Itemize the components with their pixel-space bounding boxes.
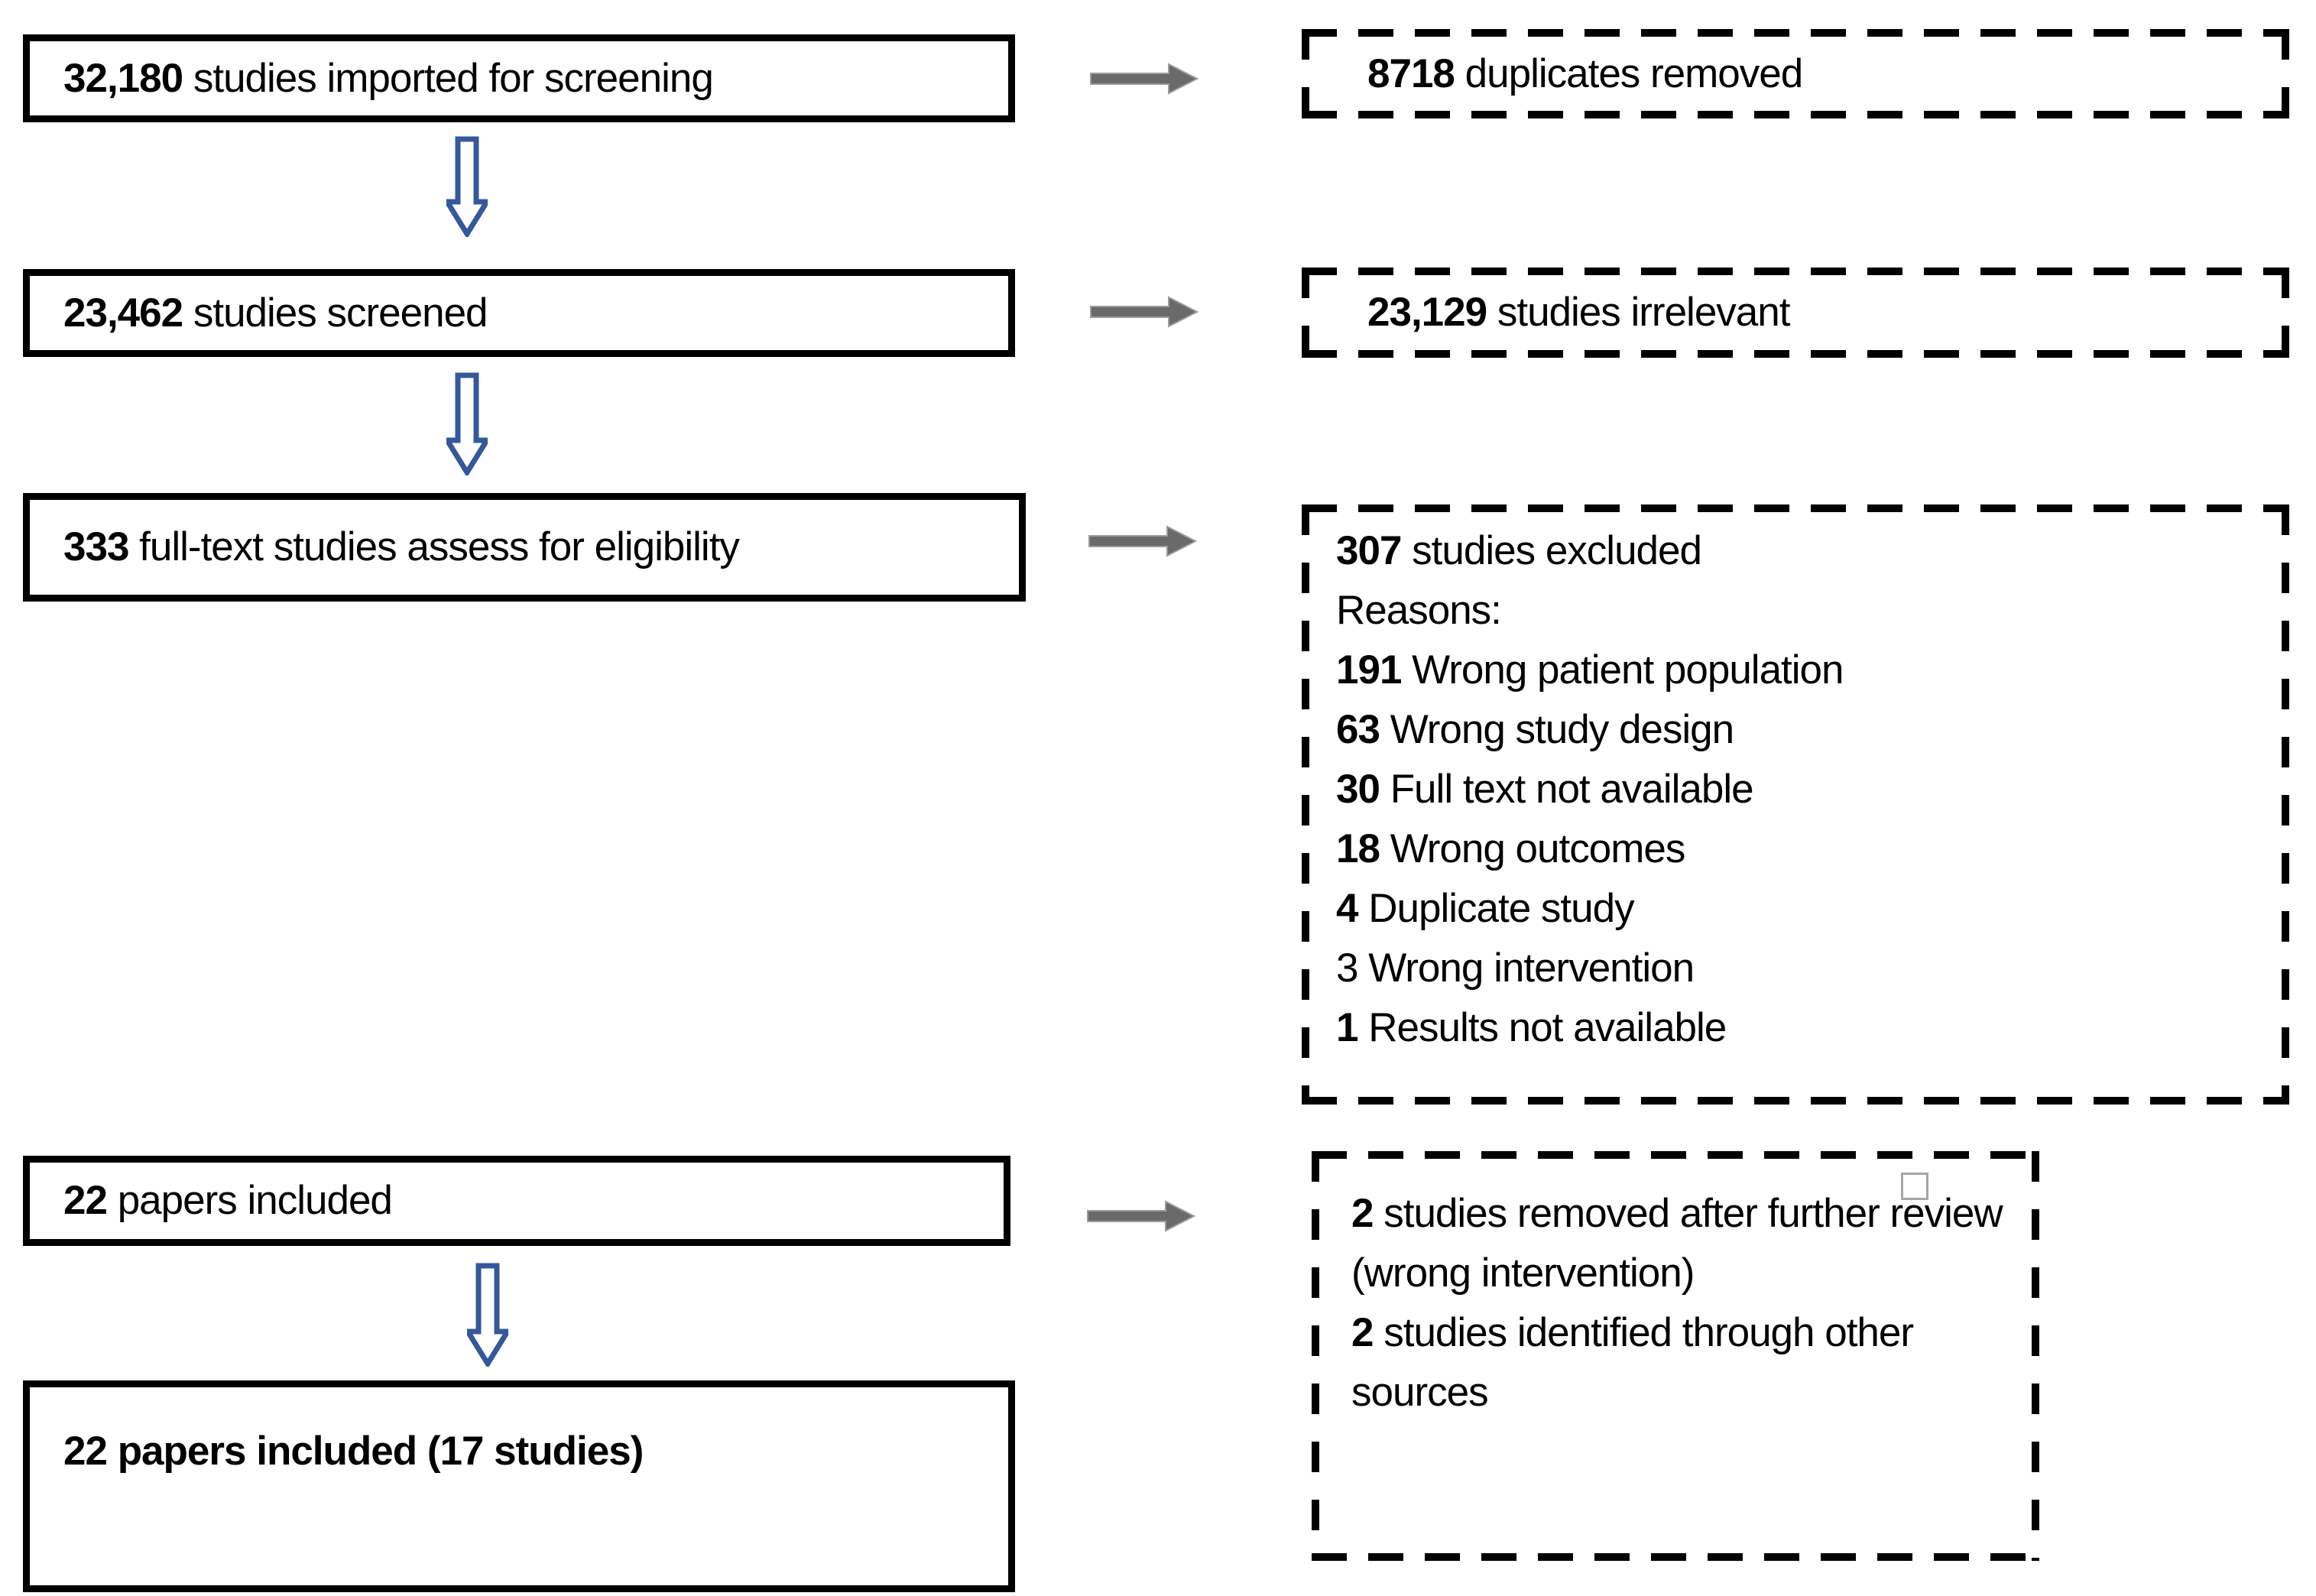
- final-label: papers included (17 studies): [117, 1429, 644, 1474]
- exclusion-reason: 63 Wrong study design: [1336, 707, 1734, 752]
- box-studies-screened-text: 23,462 studies screened: [30, 288, 488, 339]
- box-duplicates-removed-text: 8718 duplicates removed: [1302, 49, 1804, 99]
- box-final-included: 22 papers included (17 studies): [23, 1380, 1015, 1592]
- right-arrow-icon-2: [1090, 296, 1199, 328]
- box-studies-irrelevant: 23,129 studies irrelevant: [1302, 268, 2289, 358]
- post-review-item: 2 studies identified through other sourc…: [1351, 1310, 1914, 1415]
- box-studies-screened: 23,462 studies screened: [23, 269, 1015, 357]
- fulltext-count: 333: [63, 524, 129, 569]
- final-count: 22: [63, 1429, 108, 1474]
- included-count: 22: [63, 1178, 108, 1223]
- right-arrow-icon-3: [1088, 525, 1197, 557]
- right-arrow-icon-1: [1090, 63, 1199, 95]
- box-studies-imported: 32,180 studies imported for screening: [23, 34, 1015, 122]
- screened-label: studies screened: [193, 290, 488, 336]
- box-papers-included: 22 papers included: [23, 1156, 1010, 1246]
- exclusion-reason: 18 Wrong outcomes: [1336, 826, 1685, 871]
- exclusion-reason: 3 Wrong intervention: [1336, 946, 1695, 991]
- fulltext-label: full-text studies assess for eligibility: [139, 524, 740, 569]
- exclusion-reason: 4 Duplicate study: [1336, 886, 1635, 931]
- down-arrow-icon-3: [467, 1263, 508, 1367]
- right-arrow-icon-4: [1087, 1200, 1195, 1232]
- imported-count: 32,180: [63, 55, 183, 101]
- imported-label: studies imported for screening: [193, 55, 714, 101]
- irrelevant-label: studies irrelevant: [1497, 290, 1791, 335]
- screened-count: 23,462: [63, 290, 183, 336]
- box-papers-included-text: 22 papers included: [30, 1176, 393, 1226]
- box-fulltext-assessed: 333 full-text studies assess for eligibi…: [23, 493, 1026, 602]
- down-arrow-icon-2: [446, 372, 488, 475]
- box-duplicates-removed: 8718 duplicates removed: [1302, 29, 2289, 118]
- excluded-count: 307: [1336, 528, 1402, 573]
- box-studies-imported-text: 32,180 studies imported for screening: [30, 54, 714, 104]
- missing-glyph-box-icon: [1901, 1173, 1928, 1200]
- exclusion-reason: 191 Wrong patient population: [1336, 647, 1844, 693]
- box-final-included-text: 22 papers included (17 studies): [30, 1426, 1008, 1477]
- box-post-review: 2 studies removed after further review (…: [1312, 1151, 2039, 1561]
- box-fulltext-assessed-text: 333 full-text studies assess for eligibi…: [30, 522, 740, 573]
- excluded-reasons-label: Reasons:: [1336, 588, 1502, 633]
- included-label: papers included: [117, 1178, 393, 1223]
- exclusion-reason: 30 Full text not available: [1336, 767, 1754, 812]
- duplicates-count: 8718: [1367, 50, 1455, 96]
- down-arrow-icon-1: [446, 136, 488, 237]
- excluded-header: 307 studies excluded: [1336, 528, 1702, 573]
- duplicates-label: duplicates removed: [1465, 50, 1804, 96]
- box-studies-irrelevant-text: 23,129 studies irrelevant: [1302, 287, 1791, 338]
- box-studies-excluded: 307 studies excluded Reasons: 191 Wrong …: [1302, 504, 2289, 1105]
- irrelevant-count: 23,129: [1367, 290, 1487, 335]
- exclusion-reason: 1 Results not available: [1336, 1005, 1727, 1050]
- post-review-item: 2 studies removed after further review (…: [1351, 1191, 2003, 1296]
